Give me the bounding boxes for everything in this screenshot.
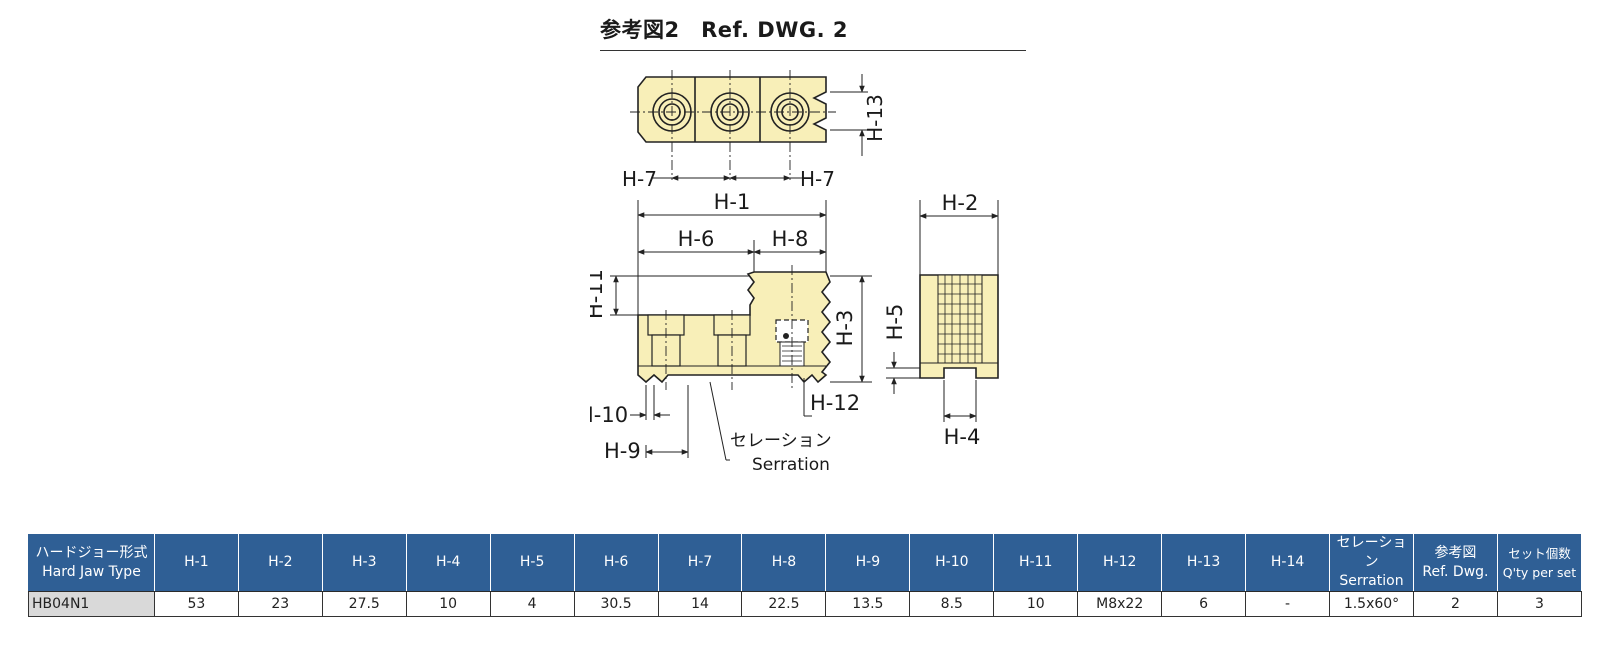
header-en: Hard Jaw Type — [42, 563, 141, 580]
label-h7-left: H-7 — [622, 167, 657, 191]
header-cell: セレーション Serration — [1329, 533, 1414, 592]
serration-label-jp: セレーション — [730, 431, 832, 451]
table-cell: 13.5 — [825, 591, 911, 617]
label-h6: H-6 — [678, 227, 715, 251]
header-cell: H-7 — [657, 533, 743, 592]
header-cell: H-10 — [909, 533, 995, 592]
table-cell: 53 — [153, 591, 239, 617]
header-en: H-7 — [687, 554, 713, 570]
header-cell: H-5 — [489, 533, 575, 592]
label-h5: H-5 — [883, 304, 907, 341]
table-cell: 30.5 — [573, 591, 659, 617]
top-view — [637, 76, 827, 143]
header-en: H-3 — [352, 554, 377, 570]
table-cell: 22.5 — [741, 591, 827, 617]
spec-table: ハードジョー形式 Hard Jaw Type H-1 H-2 H-3 H-4 H… — [28, 533, 1583, 617]
header-cell: H-12 — [1077, 533, 1163, 592]
header-cell: H-2 — [237, 533, 323, 592]
header-en: H-6 — [603, 554, 629, 570]
header-cell: H-4 — [405, 533, 491, 592]
header-en: Q'ty per set — [1502, 564, 1577, 580]
header-en: Ref. Dwg. — [1422, 563, 1489, 580]
header-cell: 参考図 Ref. Dwg. — [1412, 533, 1498, 592]
header-en: H-8 — [771, 554, 797, 570]
label-h3: H-3 — [833, 310, 857, 347]
header-cell: H-9 — [825, 533, 911, 592]
technical-drawing: H-13 H-7 H-7 — [590, 70, 999, 475]
header-cell: H-13 — [1161, 533, 1247, 592]
table-row: HB04N1 53 23 27.5 10 4 30.5 14 22.5 13.5… — [28, 591, 1583, 617]
table-cell: 10 — [993, 591, 1079, 617]
header-en: H-11 — [1019, 554, 1053, 570]
header-en: H-14 — [1270, 554, 1305, 570]
front-view — [637, 271, 832, 384]
title-underline — [600, 50, 1026, 51]
header-cell: H-1 — [153, 533, 239, 592]
header-en: Serration — [1339, 573, 1404, 589]
table-cell-type: HB04N1 — [28, 591, 155, 617]
header-cell: H-11 — [993, 533, 1079, 592]
label-h1: H-1 — [714, 190, 751, 214]
label-h9: H-9 — [604, 439, 641, 463]
header-en: H-9 — [855, 554, 881, 570]
drawing-title: 参考図2 Ref. DWG. 2 — [600, 18, 849, 42]
table-cell: - — [1245, 591, 1331, 617]
header-cell: H-14 — [1245, 533, 1331, 592]
header-row: ハードジョー形式 Hard Jaw Type H-1 H-2 H-3 H-4 H… — [28, 533, 1583, 592]
header-jp: セット個数 — [1508, 545, 1571, 561]
table-cell: 8.5 — [909, 591, 995, 617]
label-h2: H-2 — [942, 191, 979, 215]
label-h12: H-12 — [810, 391, 860, 415]
label-h10: H-10 — [590, 403, 628, 427]
table-cell: M8x22 — [1077, 591, 1163, 617]
header-en: H-13 — [1186, 554, 1221, 570]
serration-label-en: Serration — [752, 455, 830, 475]
header-jp: セレーション — [1336, 535, 1407, 570]
header-cell: ハードジョー形式 Hard Jaw Type — [28, 533, 155, 592]
header-en: H-10 — [935, 554, 969, 570]
label-h11: H-11 — [590, 269, 607, 319]
header-en: H-12 — [1102, 554, 1137, 570]
table-cell: 6 — [1161, 591, 1247, 617]
header-cell: H-8 — [741, 533, 827, 592]
table-cell: 3 — [1496, 591, 1583, 617]
label-h8: H-8 — [772, 227, 809, 251]
header-jp: 参考図 — [1434, 544, 1477, 561]
table-cell: 23 — [237, 591, 323, 617]
table-cell: 1.5x60° — [1329, 591, 1414, 617]
table-cell: 4 — [489, 591, 575, 617]
label-h7-right: H-7 — [800, 167, 835, 191]
label-h13: H-13 — [863, 94, 887, 142]
table-cell: 2 — [1412, 591, 1498, 617]
header-cell: セット個数 Q'ty per set — [1496, 533, 1583, 592]
table-cell: 27.5 — [321, 591, 407, 617]
header-cell: H-3 — [321, 533, 407, 592]
label-h4: H-4 — [944, 425, 981, 449]
header-en: H-2 — [268, 554, 293, 570]
side-view — [919, 274, 999, 379]
header-en: H-4 — [435, 554, 461, 570]
table-cell: 10 — [405, 591, 491, 617]
header-jp: ハードジョー形式 — [35, 544, 148, 561]
header-en: H-5 — [519, 554, 545, 570]
table-cell: 14 — [657, 591, 743, 617]
header-cell: H-6 — [573, 533, 659, 592]
header-en: H-1 — [184, 554, 209, 570]
